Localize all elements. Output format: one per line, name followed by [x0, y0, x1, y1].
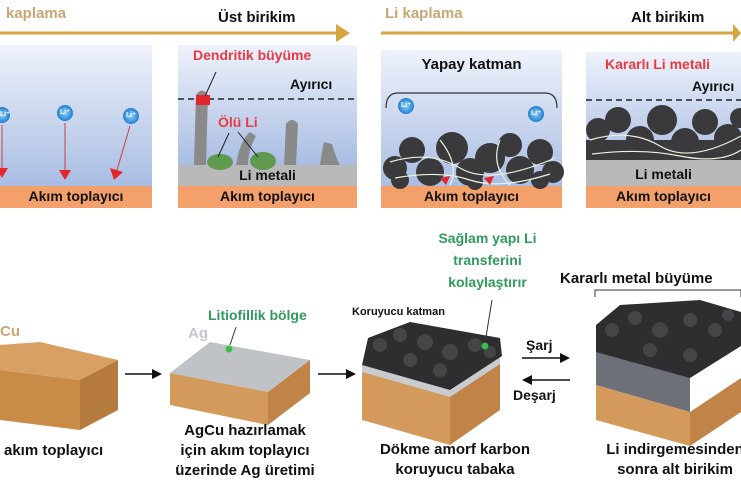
li-ion-label: Li⁺ [401, 102, 411, 109]
li-ion-label: Li⁺ [531, 110, 541, 117]
ag-label: Ag [188, 325, 208, 342]
artificial-layer-label: Yapay katman [421, 56, 522, 73]
dead-li-label: Ölü Li [218, 114, 258, 130]
charge-label: Şarj [526, 337, 553, 353]
li-ion-label: Li⁺ [60, 109, 70, 116]
collector-label: Akım toplayıcı [616, 188, 711, 204]
dendritic-growth-label: Dendritik büyüme [193, 47, 312, 63]
collector-label: Akım toplayıcı [220, 188, 315, 204]
block-stable-growth [594, 289, 741, 446]
separator-label: Ayırıcı [290, 76, 333, 92]
panel-dendritic-growth [178, 45, 357, 208]
stable-li-metal-label: Kararlı Li metali [605, 56, 711, 72]
li-metal-label: Li metali [239, 167, 296, 183]
protective-layer-label: Koruyucu katman [352, 306, 445, 318]
separator-label: Ayırıcı [692, 78, 735, 94]
step1-caption: akım toplayıcı [4, 442, 104, 459]
stable-metal-growth-label: Kararlı metal büyüme [560, 270, 713, 287]
block-agcu [170, 326, 310, 425]
process-arrow-top-deposition [0, 24, 350, 42]
panel-bare-collector [0, 45, 152, 208]
short-circuit-mark [196, 95, 210, 105]
lithiophilic-site [481, 342, 489, 350]
collector-label: Akım toplayıcı [28, 188, 124, 204]
arrow-label-li-plating: Li kaplama [385, 5, 463, 22]
li-ion-label: Li⁺ [0, 111, 10, 118]
arrow-label-plating: kaplama [6, 5, 67, 22]
process-arrow-bottom-deposition [381, 24, 741, 42]
li-ion-icon [0, 105, 139, 124]
dead-li-shape [207, 152, 276, 170]
arrowhead-icon [0, 168, 123, 180]
dendrite-shape [194, 90, 340, 165]
arrow-label-bottom-deposition: Alt birikim [631, 9, 705, 26]
arrow-icon [152, 369, 162, 379]
panel-stable-li-metal [586, 52, 741, 208]
cu-label: Cu [0, 323, 20, 340]
block-carbon-layer [362, 299, 502, 445]
lithiophilic-site [225, 345, 233, 353]
li-ion-icon [398, 98, 544, 122]
lithiophilic-region-label: Litiofillik bölge [208, 307, 307, 323]
discharge-label: Deşarj [513, 387, 556, 403]
panel-artificial-layer [381, 50, 564, 208]
collector-label: Akım toplayıcı [424, 188, 519, 204]
charge-discharge-arrows [522, 353, 570, 385]
arrow-icon [346, 369, 356, 379]
li-ion-label: Li⁺ [126, 112, 136, 119]
arrow-label-top-deposition: Üst birikim [218, 9, 296, 26]
block-cu-collector [0, 342, 118, 430]
li-metal-label: Li metali [635, 166, 692, 182]
